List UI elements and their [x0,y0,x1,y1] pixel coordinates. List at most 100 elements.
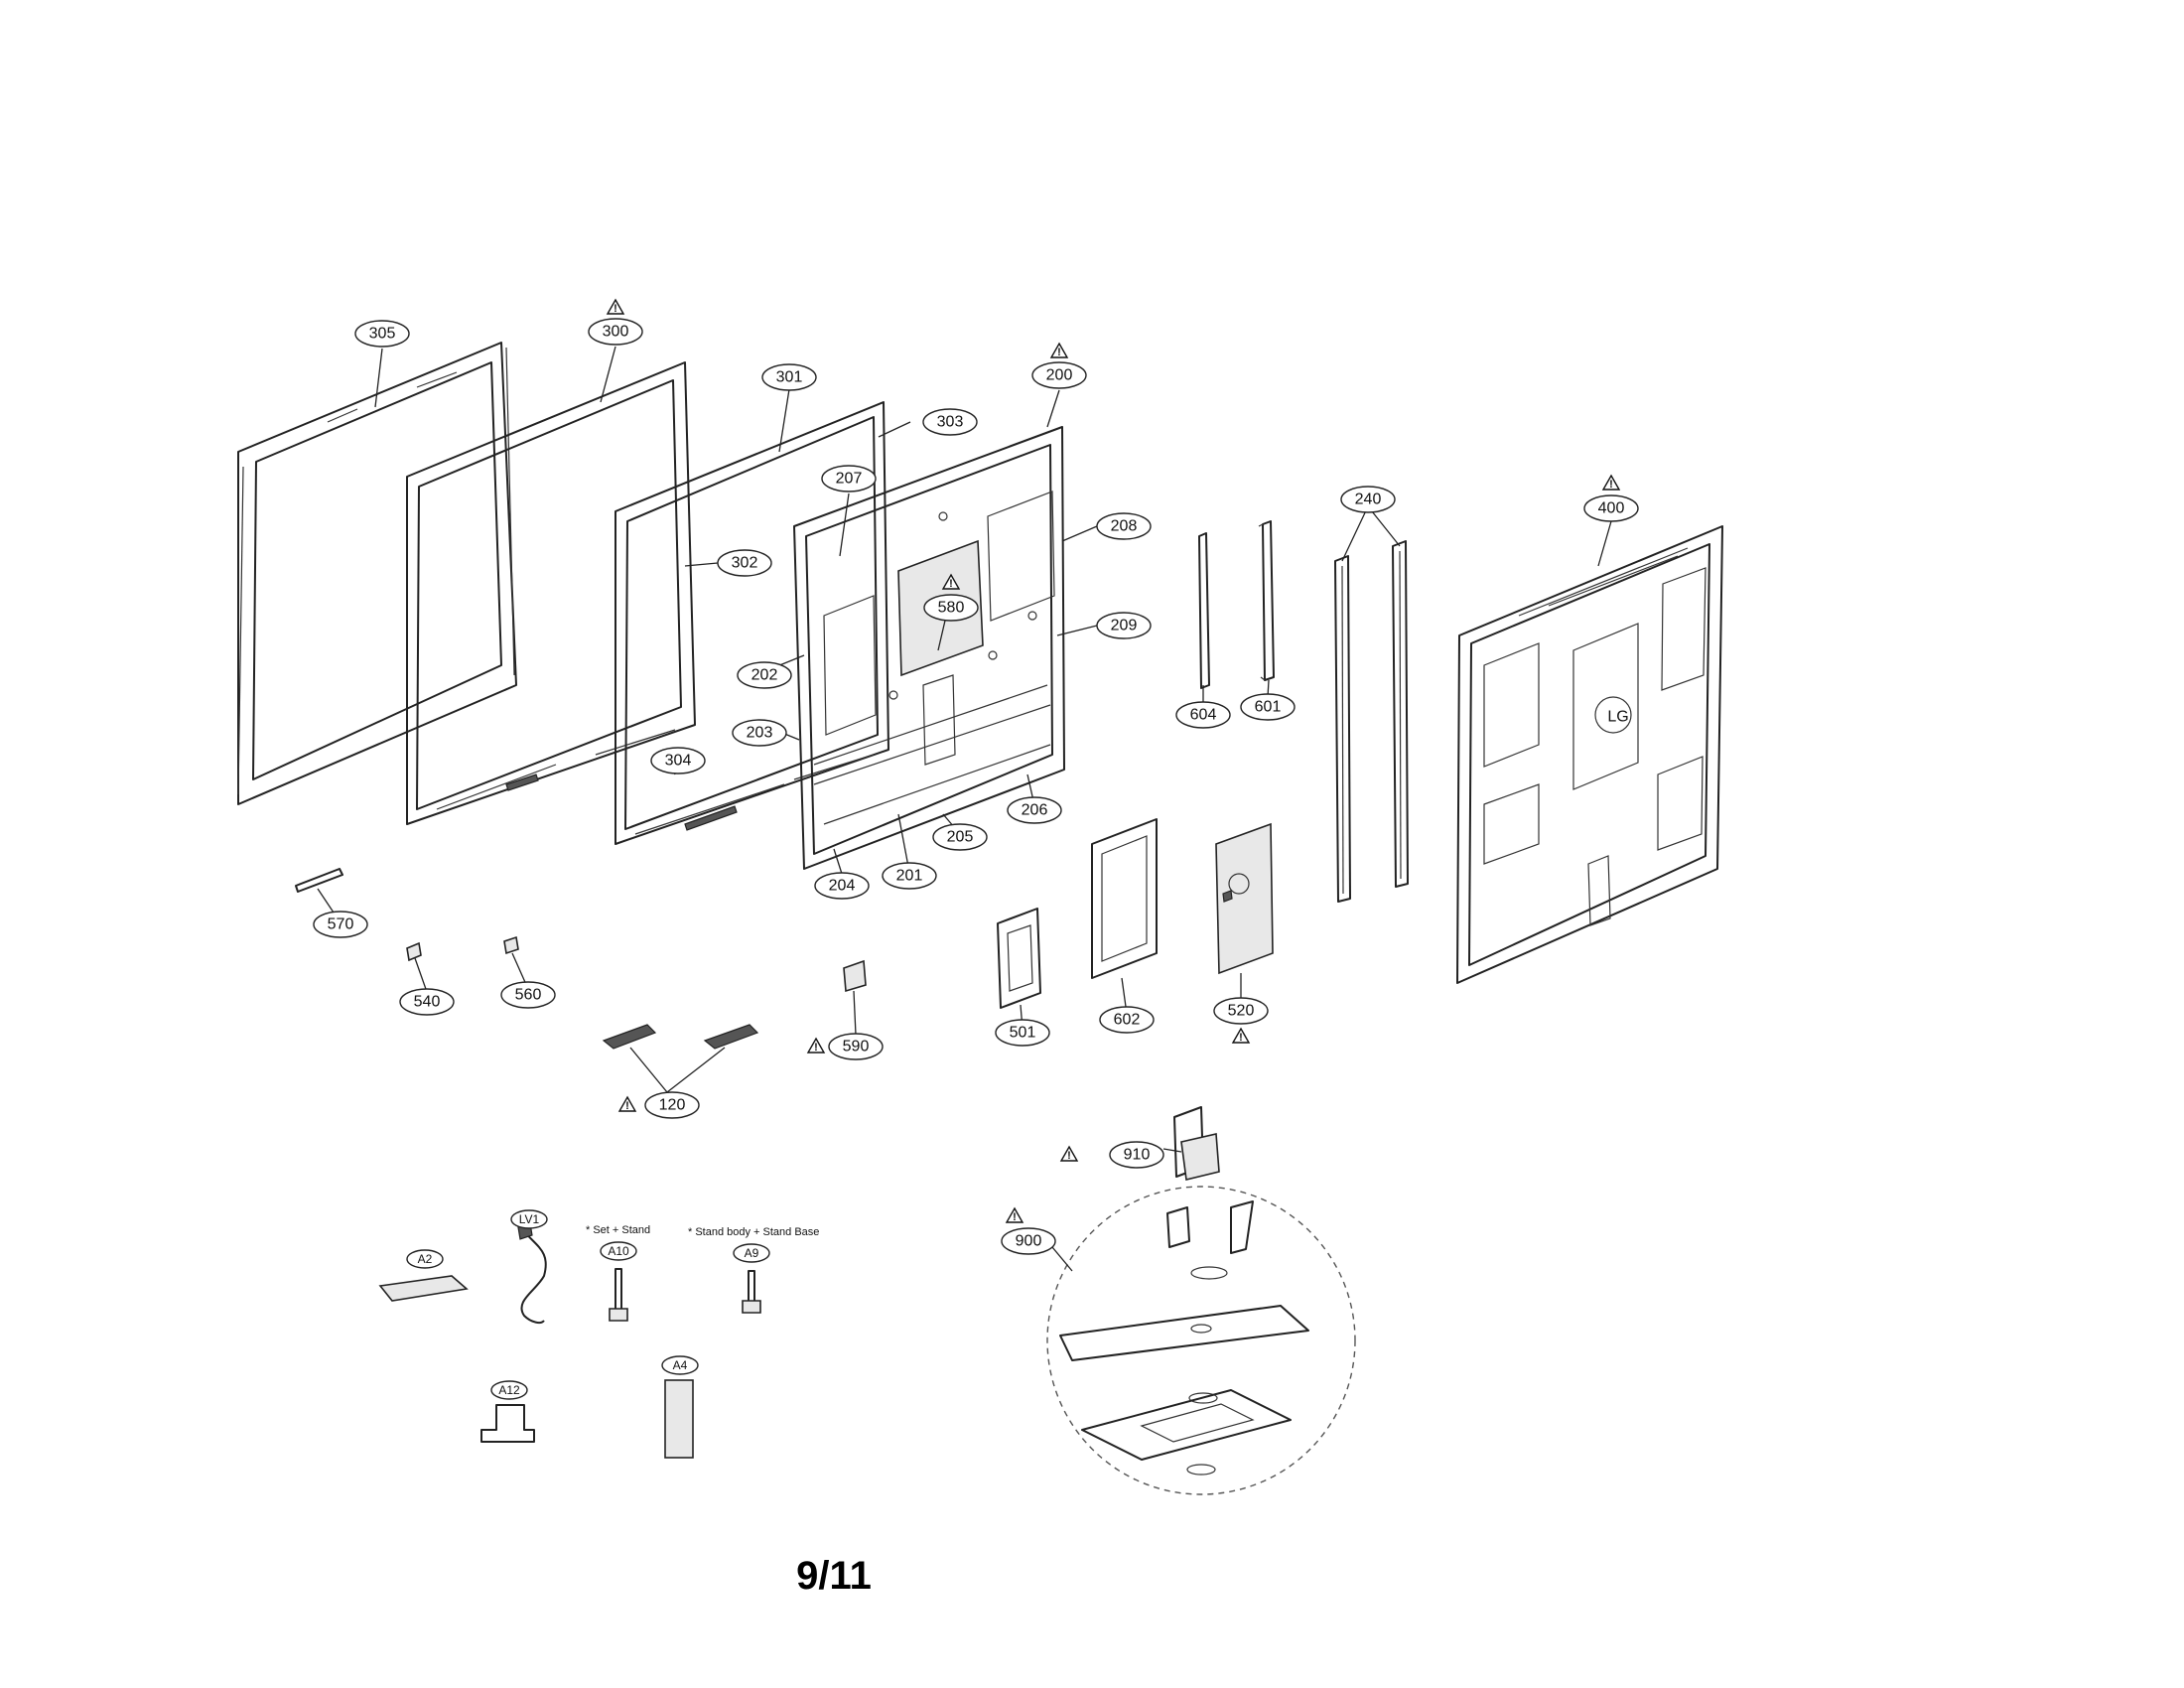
part-601-strip [1258,520,1275,681]
svg-text:240: 240 [1355,492,1382,508]
callout-301: 301 [761,363,817,391]
svg-text:201: 201 [896,868,923,885]
svg-text:520: 520 [1228,1003,1255,1020]
callout-204: 204 [814,872,870,900]
callout-580: 580 [923,594,979,622]
callout-A2: A2 [406,1249,444,1269]
svg-text:200: 200 [1046,367,1073,384]
callout-206: 206 [1007,796,1062,824]
warning-icon: ! [1231,1027,1251,1044]
svg-text:!: ! [1609,479,1613,491]
part-120-speakers [602,1024,759,1050]
svg-text:570: 570 [328,916,354,933]
callout-207: 207 [821,465,877,492]
part-305-front-bezel [237,342,517,805]
part-501-board [997,908,1041,1009]
warning-icon: ! [1059,1145,1079,1162]
part-A9-screw [742,1270,761,1314]
svg-text:400: 400 [1598,500,1625,517]
callout-203: 203 [732,719,787,747]
svg-text:!: ! [1013,1211,1017,1223]
svg-text:303: 303 [937,414,964,431]
svg-text:203: 203 [747,725,773,742]
svg-text:205: 205 [947,829,974,846]
part-LV1-cable [517,1222,547,1325]
svg-text:!: ! [1057,347,1061,358]
svg-text:A2: A2 [418,1252,433,1266]
callout-202: 202 [737,661,792,689]
svg-text:!: ! [1067,1150,1071,1162]
svg-text:590: 590 [843,1039,870,1055]
svg-text:A10: A10 [608,1244,629,1258]
callout-520: 520 [1213,997,1269,1025]
callout-A9: A9 [733,1243,770,1263]
callout-120: 120 [644,1091,700,1119]
svg-text:LV1: LV1 [519,1212,540,1226]
svg-text:302: 302 [732,555,758,572]
callout-201: 201 [882,862,937,890]
svg-text:604: 604 [1190,707,1217,724]
callout-300: 300 [588,318,643,346]
svg-text:204: 204 [829,878,856,895]
svg-text:560: 560 [515,987,542,1004]
part-540 [406,941,422,962]
svg-text:540: 540 [414,994,441,1011]
lg-logo-text: LG [1607,709,1628,726]
part-400-back-cover: LG [1456,525,1723,984]
svg-text:!: ! [1239,1032,1243,1044]
callout-208: 208 [1096,512,1152,540]
svg-text:A9: A9 [745,1246,759,1260]
part-910-stand-neck [1173,1106,1220,1181]
svg-text:501: 501 [1010,1025,1036,1042]
callout-303: 303 [922,408,978,436]
part-A10-screw [609,1268,628,1322]
svg-text:120: 120 [659,1097,686,1114]
callout-604: 604 [1175,701,1231,729]
part-560 [503,935,519,955]
warning-icon: ! [617,1095,637,1112]
callout-540: 540 [399,988,455,1016]
callout-400: 400 [1583,494,1639,522]
callout-501: 501 [995,1019,1050,1047]
part-300-frame [406,361,696,825]
warning-icon: ! [941,573,961,590]
svg-text:A4: A4 [673,1358,688,1372]
svg-text:601: 601 [1255,699,1282,716]
callouts: 305 300 301 303 200 207 208 302 580 209 … [313,318,1639,1400]
svg-text:!: ! [949,578,953,590]
callout-205: 205 [932,823,988,851]
part-301-panel [614,401,889,845]
callout-900: 900 [1001,1227,1056,1255]
callout-A4: A4 [661,1355,699,1375]
svg-text:202: 202 [751,667,778,684]
svg-text:A12: A12 [498,1383,520,1397]
svg-text:304: 304 [665,753,692,770]
callout-240: 240 [1340,486,1396,513]
part-240-side-brackets [1334,540,1409,903]
svg-text:910: 910 [1124,1147,1151,1164]
callout-305: 305 [354,320,410,348]
svg-text:900: 900 [1016,1233,1042,1250]
svg-text:580: 580 [938,600,965,617]
part-604-strip [1198,532,1210,689]
warning-icon: ! [1049,342,1069,358]
warning-icon: ! [1005,1206,1024,1223]
callout-200: 200 [1031,361,1087,389]
callout-590: 590 [828,1033,884,1060]
callout-601: 601 [1240,693,1296,721]
callout-560: 560 [500,981,556,1009]
part-A4-pad [664,1379,694,1459]
callout-602: 602 [1099,1006,1155,1034]
svg-text:305: 305 [369,326,396,343]
leader-lines [317,346,1612,1272]
svg-text:207: 207 [836,471,863,488]
page-number: 9/11 [796,1554,872,1598]
svg-text:!: ! [614,303,617,315]
svg-text:301: 301 [776,369,803,386]
svg-text:602: 602 [1114,1012,1141,1029]
callout-A10: A10 [600,1241,637,1261]
part-590 [843,959,867,993]
callout-910: 910 [1109,1141,1164,1169]
warning-icon: ! [606,298,625,315]
callout-302: 302 [717,549,772,577]
